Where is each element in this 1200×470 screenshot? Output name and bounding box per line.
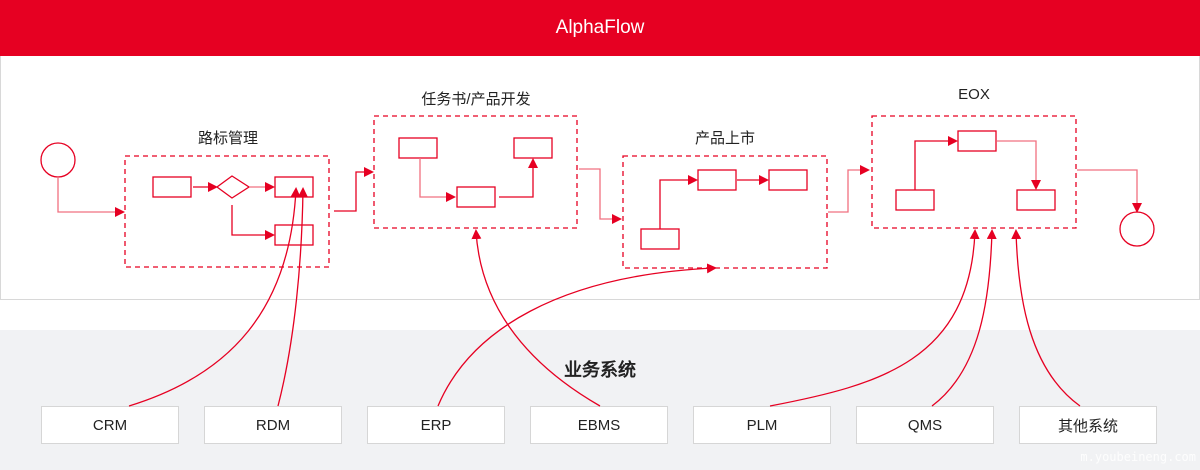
system-box-qms[interactable]: QMS (856, 406, 994, 444)
system-box-crm[interactable]: CRM (41, 406, 179, 444)
dev-flow-1 (419, 158, 456, 202)
flow-dev-to-launch (579, 168, 622, 224)
dev-node-1 (398, 137, 438, 159)
system-box-other[interactable]: 其他系统 (1019, 406, 1157, 444)
stage-label-eox: EOX (958, 86, 990, 103)
system-box-ebms[interactable]: EBMS (530, 406, 668, 444)
system-label: RDM (255, 416, 291, 434)
launch-flow-1 (659, 175, 698, 229)
system-label: QMS (907, 416, 943, 434)
stage-box-eox (871, 115, 1077, 229)
watermark: m.youbeineng.com (1080, 450, 1196, 464)
roadmap-decision-node (215, 175, 251, 199)
flow-roadmap-to-dev (334, 167, 374, 212)
link-plm-to-eox (769, 229, 980, 407)
system-box-erp[interactable]: ERP (367, 406, 505, 444)
app-header: AlphaFlow (0, 0, 1200, 56)
launch-node-2 (697, 169, 737, 191)
link-ebms-to-dev (471, 229, 601, 407)
start-node (40, 142, 76, 178)
system-label: ERP (420, 416, 452, 434)
system-label: EBMS (577, 416, 621, 434)
flow-launch-to-eox (828, 165, 870, 213)
flow-start-to-roadmap (57, 177, 125, 217)
link-rdm-to-roadmap (277, 187, 308, 407)
system-label: 其他系统 (1057, 417, 1118, 435)
stage-box-product-dev (373, 115, 578, 229)
roadmap-node-1 (152, 176, 192, 198)
roadmap-flow-3 (231, 205, 275, 240)
stage-box-roadmap (124, 155, 330, 268)
eox-flow-2 (997, 140, 1041, 190)
roadmap-node-3 (274, 224, 314, 246)
launch-node-3 (768, 169, 808, 191)
flow-eox-to-end (1077, 169, 1142, 213)
eox-node-1 (895, 189, 935, 211)
link-erp-to-launch (437, 263, 717, 407)
link-other-to-eox (1011, 229, 1081, 407)
dev-node-2 (456, 186, 496, 208)
roadmap-node-2 (274, 176, 314, 198)
link-crm-to-roadmap (128, 187, 301, 407)
system-box-rdm[interactable]: RDM (204, 406, 342, 444)
business-systems-area (0, 330, 1200, 470)
dev-node-3 (513, 137, 553, 159)
app-title: AlphaFlow (555, 17, 645, 38)
systems-title: 业务系统 (564, 360, 636, 380)
dev-flow-2 (499, 158, 538, 198)
end-node (1119, 211, 1155, 247)
system-label: CRM (92, 416, 128, 434)
stage-box-launch (622, 155, 828, 269)
stage-label-product-dev: 任务书/产品开发 (421, 91, 531, 108)
stage-label-roadmap: 路标管理 (197, 130, 258, 147)
eox-node-3 (1016, 189, 1056, 211)
link-qms-to-eox (931, 229, 997, 407)
system-label: PLM (746, 416, 778, 434)
system-box-plm[interactable]: PLM (693, 406, 831, 444)
eox-flow-1 (914, 136, 958, 190)
launch-node-1 (640, 228, 680, 250)
eox-node-2 (957, 130, 997, 152)
stage-label-launch: 产品上市 (694, 130, 755, 147)
